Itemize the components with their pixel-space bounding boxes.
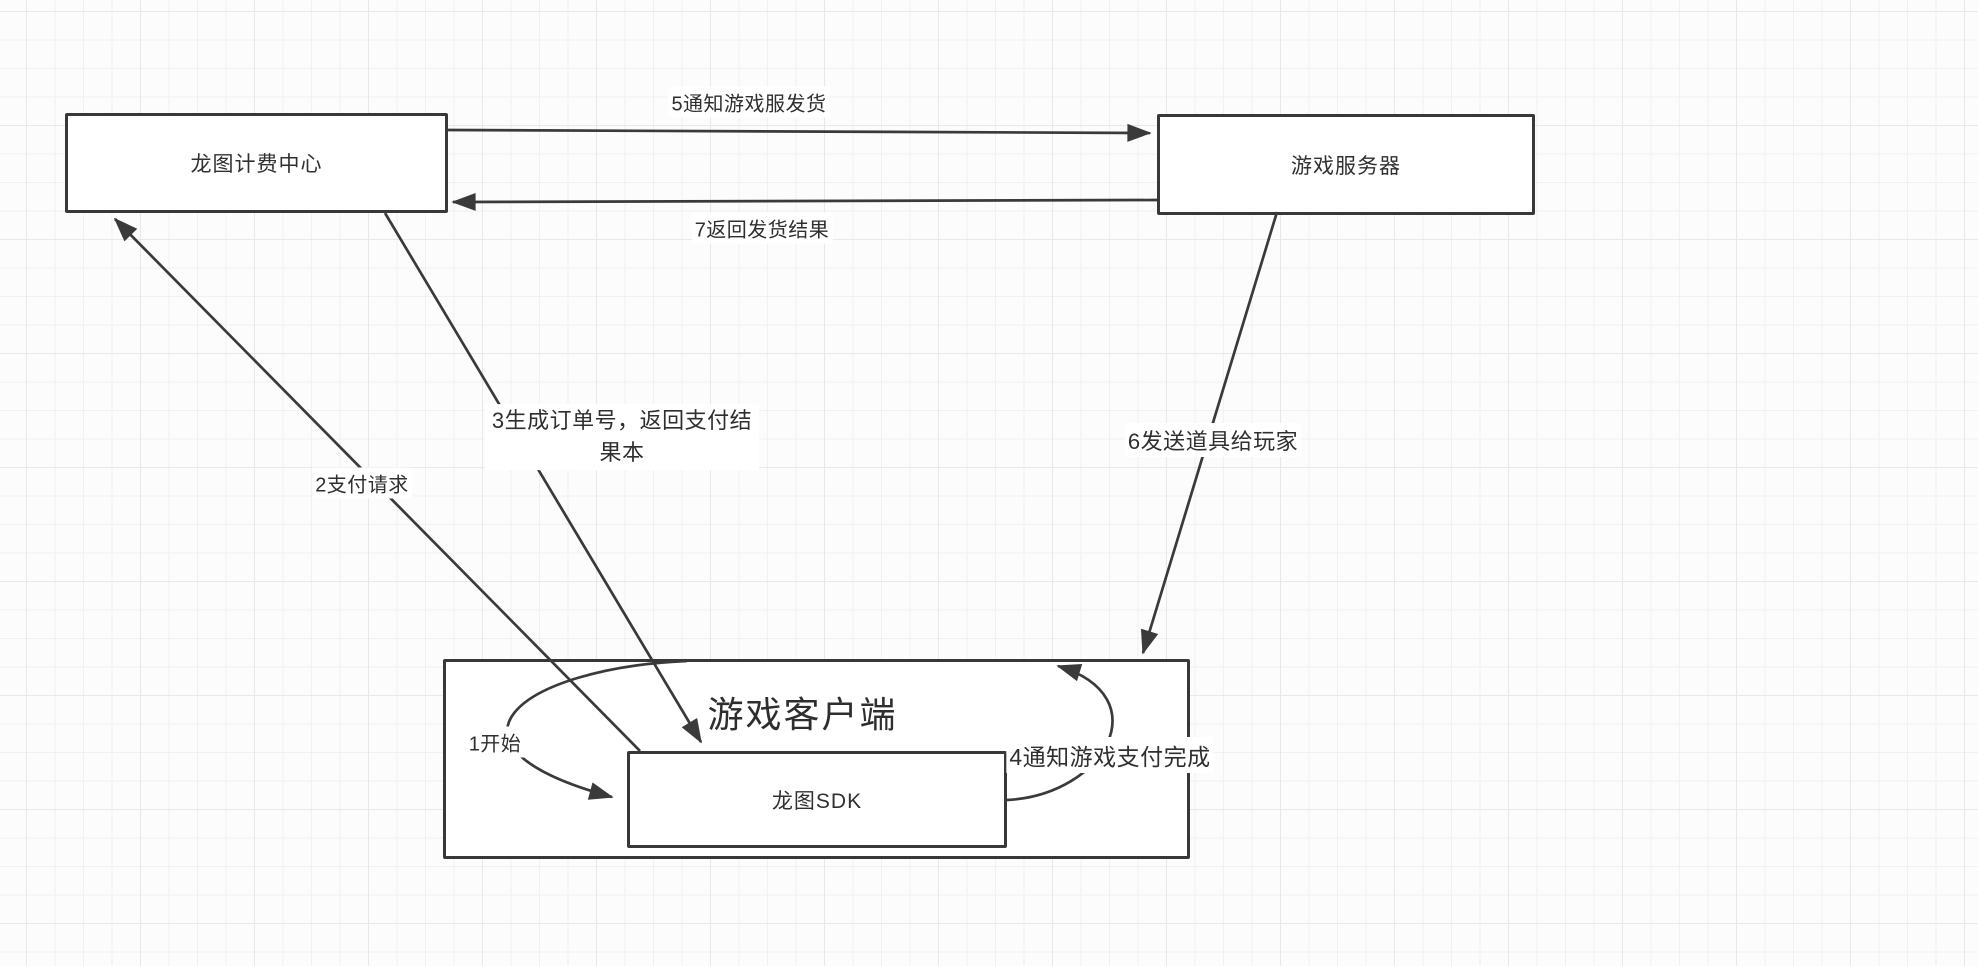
edge-label-payment-request[interactable]: 2支付请求 — [312, 467, 412, 499]
edge-label-start[interactable]: 1开始 — [465, 726, 525, 758]
node-game-client-label: 游戏客户端 — [707, 694, 898, 735]
node-longtu-sdk[interactable]: 龙图SDK — [627, 751, 1007, 848]
arrow-7-return-ship-result[interactable] — [451, 192, 1158, 211]
arrow-1-start[interactable] — [505, 659, 688, 800]
edge-label-notify-ship[interactable]: 5通知游戏服发货 — [668, 86, 830, 118]
arrow-3-create-order-return-result[interactable] — [383, 212, 703, 744]
edge-label-notify-payment-done[interactable]: 4通知游戏支付完成 — [1006, 737, 1214, 773]
edge-label-send-item[interactable]: 6发送道具给玩家 — [1124, 423, 1302, 457]
node-longtu-billing-center-label: 龙图计费中心 — [190, 153, 323, 176]
edge-label-ship-result[interactable]: 7返回发货结果 — [691, 212, 833, 244]
node-game-server-label: 游戏服务器 — [1291, 154, 1401, 178]
node-longtu-sdk-label: 龙图SDK — [771, 789, 863, 813]
edge-label-create-order[interactable]: 3生成订单号，返回支付结果本 — [485, 404, 759, 470]
arrow-5-notify-game-server-ship[interactable] — [447, 123, 1152, 142]
arrow-4-notify-game-payment-done[interactable] — [1006, 663, 1114, 802]
node-game-server[interactable]: 游戏服务器 — [1157, 114, 1535, 215]
node-longtu-billing-center[interactable]: 龙图计费中心 — [65, 113, 448, 213]
